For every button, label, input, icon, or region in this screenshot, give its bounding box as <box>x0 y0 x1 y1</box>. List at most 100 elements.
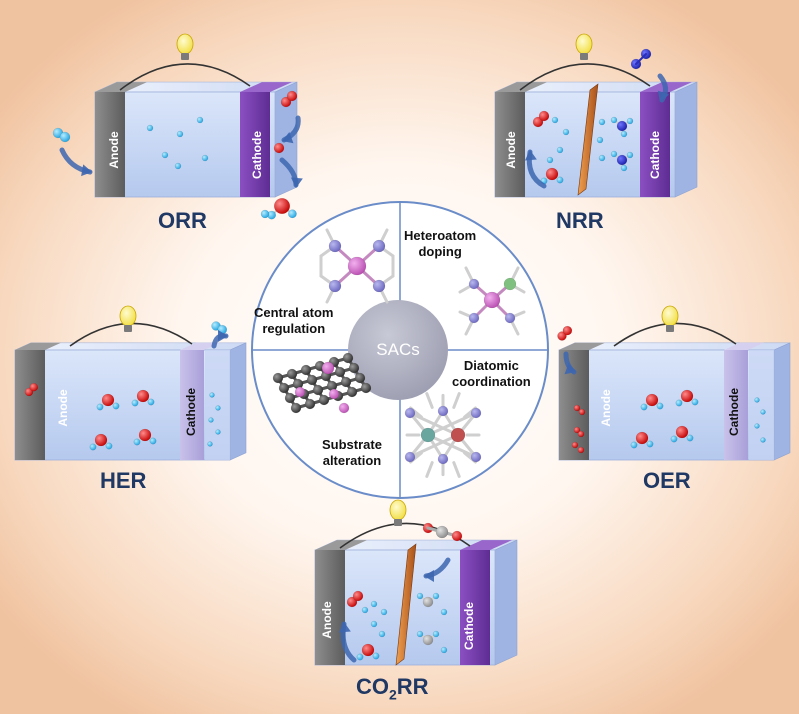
hydrogen-atom <box>432 630 440 638</box>
nrr-cathode-label: Cathode <box>648 131 662 179</box>
metal-atom-a <box>420 427 436 443</box>
external-circuit-wire <box>119 63 251 91</box>
anode-electrode <box>495 92 525 197</box>
anode-electrode <box>95 92 125 197</box>
hydrogen-atom <box>372 652 380 660</box>
light-bulb-icon <box>389 499 407 521</box>
oxygen-atom <box>352 590 364 602</box>
substrate-atom <box>290 402 302 414</box>
ion-dot <box>440 646 448 654</box>
co2rr-title-subscript: 2 <box>389 686 397 703</box>
substrate-atom <box>342 352 354 364</box>
cathode-electrode <box>724 350 748 460</box>
ion-dot <box>754 423 760 429</box>
nitrogen-atom <box>372 239 386 253</box>
anode-electrode <box>15 350 45 460</box>
diatomic-coordination-line-1: Diatomic <box>463 358 519 373</box>
ion-dot <box>598 118 606 126</box>
nrr-anode-label: Anode <box>504 131 518 169</box>
hydrogen-atom <box>112 402 120 410</box>
substrate-atom <box>346 386 358 398</box>
ion-dot <box>201 154 209 162</box>
hydrogen-atom <box>620 130 628 138</box>
ion-dot <box>174 162 182 170</box>
co2rr-cell <box>314 499 518 666</box>
ion-dot <box>760 437 766 443</box>
oxygen-atom <box>138 428 152 442</box>
hydrogen-atom <box>133 438 141 446</box>
co2rr-cathode-label: Cathode <box>462 602 476 650</box>
orr-title: ORR <box>158 208 207 233</box>
hydrogen-atom <box>260 209 270 219</box>
substrate-alteration-line-1: Substrate <box>322 437 382 452</box>
diatomic-coordination-label: Diatomic coordination <box>452 358 531 390</box>
bond <box>452 461 461 478</box>
anode-top <box>15 342 61 350</box>
hydrogen-atom <box>131 399 139 407</box>
substrate-alteration-line-2: alteration <box>322 453 382 468</box>
ion-membrane <box>395 543 417 666</box>
oer-title: OER <box>643 468 691 493</box>
ion-membrane <box>577 83 599 196</box>
oxygen-atom <box>29 382 39 392</box>
nitrogen-atom <box>372 279 386 293</box>
ion-dot <box>598 154 606 162</box>
hydrogen-atom <box>610 150 618 158</box>
hydrogen-atom <box>646 440 654 448</box>
anode-top <box>559 342 605 350</box>
bulb-base <box>394 519 402 526</box>
hydrogen-atom <box>356 653 364 661</box>
hydrogen-atom <box>670 435 678 443</box>
bulb-base <box>666 325 674 332</box>
arrow-head <box>657 90 670 102</box>
anode-electrode <box>315 550 345 665</box>
ion-dot <box>551 116 559 124</box>
substrate-atom <box>284 392 296 404</box>
arrow-head <box>282 131 294 144</box>
oxygen-atom <box>273 142 285 154</box>
central-atom-regulation-line-1: Central atom <box>254 305 334 320</box>
hydrogen-atom <box>656 402 664 410</box>
oxygen-atom <box>538 110 550 122</box>
substrate-atom <box>334 366 346 378</box>
substrate-atom <box>306 374 318 386</box>
ion-dot <box>562 128 570 136</box>
sacs-strategy-circle <box>251 201 549 499</box>
co2rr-anode-label: Anode <box>320 601 334 639</box>
oxygen-atom <box>635 431 649 445</box>
heteroatom-doping-structure <box>458 266 526 336</box>
oxygen-atom <box>451 530 463 542</box>
co2rr-title: CO2RR <box>356 674 429 702</box>
ion-dot <box>161 151 169 159</box>
oxygen-atom <box>645 393 659 407</box>
arrow-head <box>424 570 434 582</box>
arrow-head <box>218 330 228 342</box>
her-title: HER <box>100 468 147 493</box>
ion-dot <box>207 441 213 447</box>
ion-dot <box>146 124 154 132</box>
arrow-head <box>524 150 537 161</box>
nitrogen-atom <box>437 405 449 417</box>
carbon-atom <box>422 596 434 608</box>
substrate-atom <box>304 398 316 410</box>
carbon-atom <box>435 525 449 539</box>
oer-cathode-label: Cathode <box>727 388 741 436</box>
oer-anode-label: Anode <box>599 389 613 427</box>
hydrogen-atom <box>626 117 634 125</box>
hydrogen-atom <box>59 131 71 143</box>
ion-dot <box>215 405 221 411</box>
ion-dot <box>209 392 215 398</box>
anode-top <box>95 82 147 92</box>
orr-anode-label: Anode <box>107 131 121 169</box>
her-anode-label: Anode <box>56 389 70 427</box>
substrate-atom <box>360 382 372 394</box>
substrate-atom <box>312 384 324 396</box>
bulb-base <box>580 53 588 60</box>
hydrogen-atom <box>149 437 157 445</box>
oxygen-atom <box>573 404 581 412</box>
light-bulb-icon <box>176 33 194 55</box>
oxygen-atom <box>136 389 150 403</box>
cathode-top <box>460 540 512 550</box>
substrate-alteration-structure <box>272 352 372 414</box>
